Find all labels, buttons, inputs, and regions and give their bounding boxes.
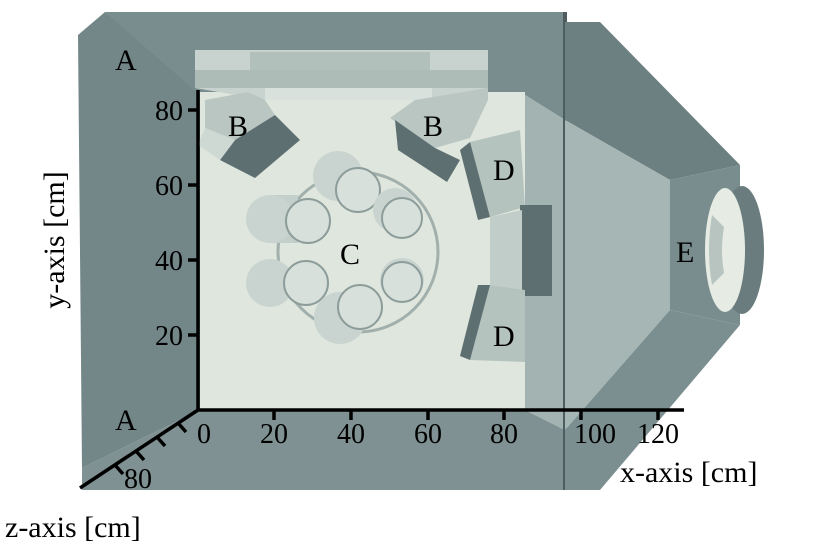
block-b-right-face	[390, 88, 488, 148]
y-tick-label-80: 80	[155, 96, 183, 127]
cylinder-5-opening	[381, 261, 423, 303]
z-tick	[176, 421, 188, 434]
x-tick-label-20: 20	[260, 419, 288, 450]
top-cover-strip	[265, 88, 432, 100]
cylinder-1-opening	[285, 198, 331, 244]
cylinder-1	[246, 195, 331, 244]
x-axis-title: x-axis [cm]	[620, 456, 757, 489]
x-tick-label-0: 0	[197, 419, 211, 450]
axes	[79, 90, 684, 490]
cylinder-2	[313, 151, 381, 213]
region-label-c: C	[340, 238, 360, 271]
block-b-left-top	[198, 128, 235, 160]
nozzle-bottom-face	[565, 310, 740, 490]
block-d-middle-face	[490, 210, 522, 290]
y-tick-label-20: 20	[155, 321, 183, 352]
z-tick	[134, 449, 146, 462]
x-tick-label-120: 120	[637, 419, 679, 450]
z-tick	[113, 463, 125, 476]
region-label-d-bottom: D	[493, 320, 515, 353]
block-b-right-side	[395, 120, 460, 182]
top-cover	[195, 50, 488, 100]
region-label-a-top: A	[115, 44, 137, 77]
y-tick-label-40: 40	[155, 246, 183, 277]
region-label-e: E	[676, 236, 694, 269]
nozzle-front-face	[565, 120, 670, 430]
x-tick-label-80: 80	[490, 419, 518, 450]
region-label-b-right: B	[423, 110, 443, 143]
y-tick-label-60: 60	[155, 171, 183, 202]
block-b-left-face	[205, 92, 275, 140]
y-axis-ticks	[188, 108, 198, 337]
y-axis-title: y-axis [cm]	[38, 171, 71, 308]
cylinder-3	[373, 188, 423, 239]
z-axis-ticks	[113, 421, 188, 476]
x-tick-labels: 0 20 40 60 80 100 120	[197, 419, 679, 450]
nozzle-top-face	[565, 22, 740, 180]
top-cover-edge	[195, 70, 488, 88]
x-tick-label-60: 60	[414, 419, 442, 450]
cylinder-6-opening	[337, 284, 383, 330]
cylinder-4-end	[246, 259, 294, 307]
block-b-left	[198, 92, 300, 178]
housing-bottom-wall	[82, 410, 565, 490]
cylinder-1-end	[246, 195, 294, 243]
cylinder-4-opening	[283, 260, 329, 306]
region-label-a-bottom: A	[115, 404, 137, 437]
region-label-b-left: B	[228, 110, 248, 143]
block-d-lower-side	[460, 285, 490, 360]
cylinder-5	[380, 258, 424, 303]
nozzle-opening-shading	[709, 215, 724, 285]
block-b-left-side	[220, 115, 300, 178]
block-d-lower	[460, 285, 525, 362]
y-tick-labels: 80 60 40 20	[155, 96, 183, 352]
cylinder-2-opening	[335, 167, 381, 213]
region-label-d-top: D	[493, 154, 515, 187]
block-d-upper-side	[460, 142, 490, 220]
x-axis-ticks	[272, 410, 660, 420]
cylinder-6	[314, 284, 383, 344]
x-tick-label-100: 100	[574, 419, 616, 450]
block-d-middle	[520, 205, 552, 296]
housing-left-wall	[78, 12, 200, 468]
z-axis-title: z-axis [cm]	[5, 511, 141, 544]
cylinder-array	[246, 151, 440, 344]
top-cover-inner	[250, 52, 430, 70]
cylinder-3-opening	[381, 197, 423, 239]
block-b-right	[390, 88, 488, 182]
nozzle-housing	[565, 22, 764, 490]
z-tick	[155, 435, 167, 448]
z-tick-label-80: 80	[124, 464, 152, 495]
cylinder-4	[246, 259, 329, 307]
x-tick-label-40: 40	[337, 419, 365, 450]
block-d-upper	[460, 130, 525, 220]
